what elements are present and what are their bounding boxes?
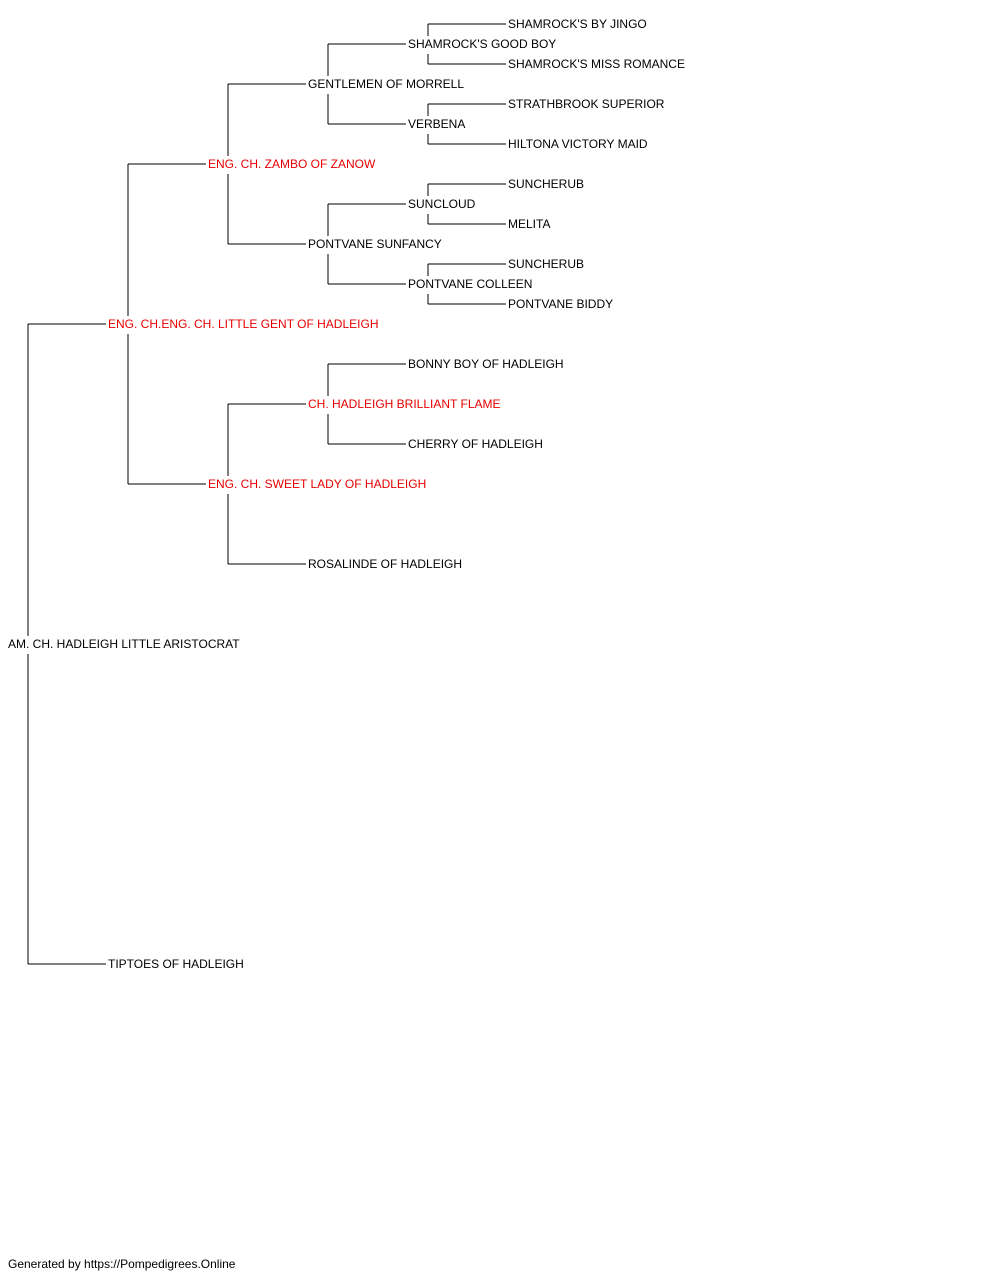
dog-gentlemen-of-morrell: GENTLEMEN OF MORRELL [308,77,464,91]
dog-shamrock-s-good-boy: SHAMROCK'S GOOD BOY [408,37,556,51]
dog-eng-ch-sweet-lady-of-hadleigh: ENG. CH. SWEET LADY OF HADLEIGH [208,477,426,491]
dog-eng-ch-zambo-of-zanow: ENG. CH. ZAMBO OF ZANOW [208,157,376,171]
dog-cherry-of-hadleigh: CHERRY OF HADLEIGH [408,437,543,451]
dog-bonny-boy-of-hadleigh: BONNY BOY OF HADLEIGH [408,357,564,371]
generator-credit: Generated by https://Pompedigrees.Online [8,1257,236,1271]
dog-tiptoes-of-hadleigh: TIPTOES OF HADLEIGH [108,957,244,971]
dog-rosalinde-of-hadleigh: ROSALINDE OF HADLEIGH [308,557,462,571]
dog-suncherub: SUNCHERUB [508,177,584,191]
dog-eng-ch-eng-ch-little-gent-of-hadleigh: ENG. CH.ENG. CH. LITTLE GENT OF HADLEIGH [108,317,379,331]
dog-suncloud: SUNCLOUD [408,197,476,211]
dog-pontvane-biddy: PONTVANE BIDDY [508,297,613,311]
dog-am-ch-hadleigh-little-aristocrat: AM. CH. HADLEIGH LITTLE ARISTOCRAT [8,637,240,651]
dog-pontvane-colleen: PONTVANE COLLEEN [408,277,532,291]
pedigree-tree: AM. CH. HADLEIGH LITTLE ARISTOCRAT ENG. C… [8,17,685,971]
dog-suncherub: SUNCHERUB [508,257,584,271]
dog-verbena: VERBENA [408,117,465,131]
dog-shamrock-s-miss-romance: SHAMROCK'S MISS ROMANCE [508,57,685,71]
dog-shamrock-s-by-jingo: SHAMROCK'S BY JINGO [508,17,647,31]
dog-ch-hadleigh-brilliant-flame: CH. HADLEIGH BRILLIANT FLAME [308,397,501,411]
dog-strathbrook-superior: STRATHBROOK SUPERIOR [508,97,665,111]
dog-melita: MELITA [508,217,550,231]
dog-pontvane-sunfancy: PONTVANE SUNFANCY [308,237,442,251]
dog-hiltona-victory-maid: HILTONA VICTORY MAID [508,137,648,151]
